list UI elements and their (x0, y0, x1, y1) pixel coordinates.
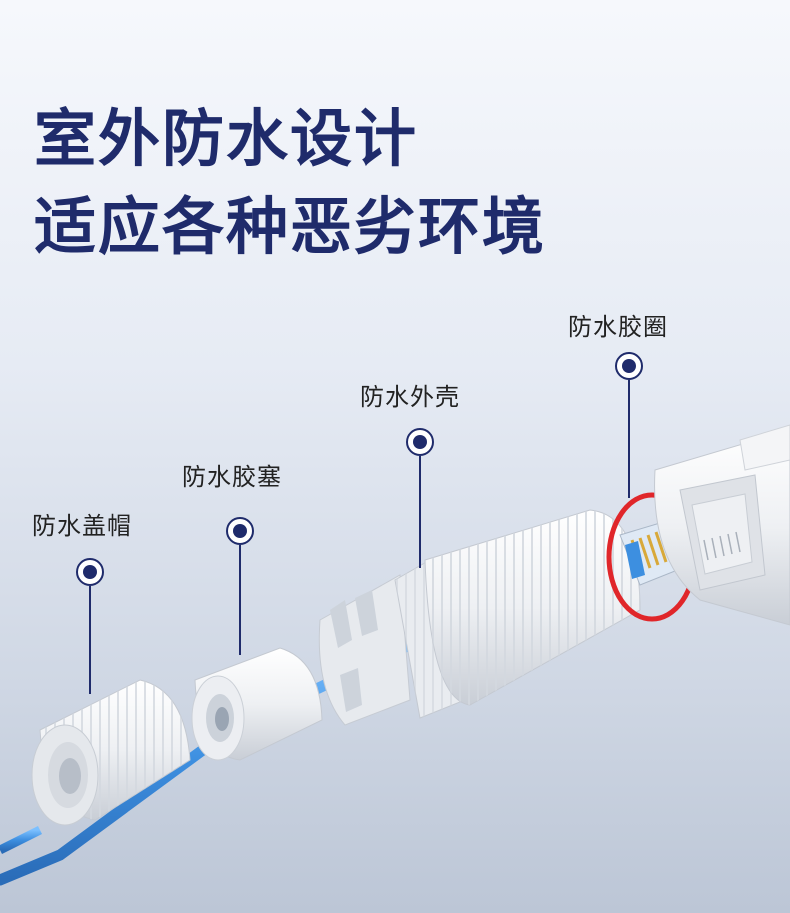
waterproof-plug (191, 647, 323, 761)
rj45-socket (654, 424, 790, 626)
callout-label-plug: 防水胶塞 (182, 463, 282, 491)
callout-label-seal-ring: 防水胶圈 (568, 313, 668, 341)
callout-leader-housing (419, 456, 421, 568)
callout-marker-seal-ring (615, 352, 643, 380)
callout-leader-plug (239, 545, 241, 655)
headline-line-2: 适应各种恶劣环境 (34, 190, 547, 263)
waterproof-housing (318, 509, 641, 726)
callout-marker-housing (406, 428, 434, 456)
callout-marker-cap (76, 558, 104, 586)
callout-marker-plug (226, 517, 254, 545)
callout-label-housing: 防水外壳 (360, 383, 460, 411)
callout-leader-cap (89, 586, 91, 694)
callout-label-cap: 防水盖帽 (32, 512, 132, 540)
waterproof-cap (31, 679, 191, 826)
callout-leader-seal-ring (628, 380, 630, 498)
headline-line-1: 室外防水设计 (34, 102, 419, 175)
